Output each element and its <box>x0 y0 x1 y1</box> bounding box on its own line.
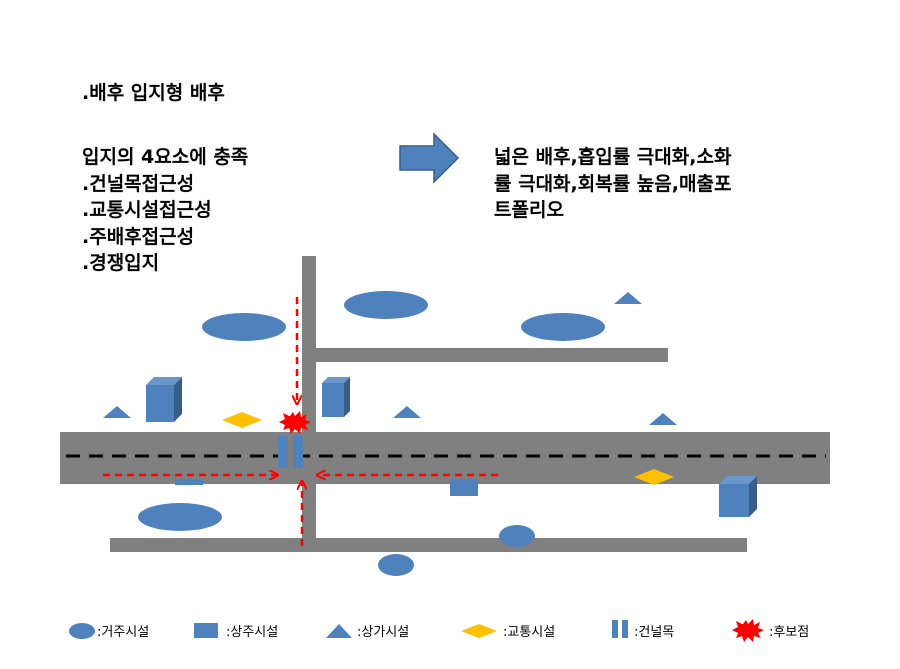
legend-label: :거주시설 <box>97 625 149 640</box>
result-arrow-icon <box>399 132 460 184</box>
mixed-use-cube-icon <box>322 377 350 417</box>
mixed-use-cube-icon <box>146 377 182 422</box>
shop-triangle-icon <box>649 413 677 425</box>
residential-ellipse-icon <box>521 313 605 341</box>
factor-item: .건널목접근성 <box>82 172 195 195</box>
legend-label: :후보점 <box>769 625 809 640</box>
result-line: 률 극대화,회복률 높음,매출포 <box>494 172 732 195</box>
candidate-star-icon <box>732 619 764 642</box>
result-line: 넓은 배후,흡입률 극대화,소화 <box>494 146 732 168</box>
crosswalk-bars-icon <box>278 436 288 468</box>
intro-line: 입지의 4요소에 충족 <box>82 146 249 168</box>
residential-ellipse-icon <box>69 623 95 639</box>
crosswalk-bars-icon <box>293 436 303 468</box>
residential-ellipse-icon <box>378 554 414 576</box>
vertical-road <box>302 256 316 546</box>
title-line: .배후 입지형 배후 <box>82 82 225 104</box>
result-text: 넓은 배후,흡입률 극대화,소화 률 극대화,회복률 높음,매출포 트폴리오 <box>494 144 731 224</box>
shop-triangle-icon <box>326 624 352 638</box>
shop-triangle-icon <box>614 292 642 304</box>
factor-item: .주배후접근성 <box>82 225 195 248</box>
residential-ellipse-icon <box>138 503 222 531</box>
legend-label: :교통시설 <box>503 625 555 640</box>
factor-item: .교통시설접근성 <box>82 199 212 222</box>
candidate-star-icon <box>279 411 311 434</box>
mixed-use-square-icon <box>194 623 218 638</box>
result-line: 트폴리오 <box>494 199 564 222</box>
legend: :거주시설 :상주시설 :상가시설 :교통시설 :건널목 :후보점 <box>69 619 809 642</box>
legend-label: :상가시설 <box>357 625 409 640</box>
factor-list: 입지의 4요소에 충족 .건널목접근성 .교통시설접근성 .주배후접근성 .경쟁… <box>82 144 248 277</box>
crosswalk-bars-icon <box>612 620 618 638</box>
factor-item: .경쟁입지 <box>82 252 160 275</box>
legend-label: :건널목 <box>634 625 674 640</box>
crosswalk-bars-icon <box>622 620 628 638</box>
residential-ellipse-icon <box>202 313 286 341</box>
transit-diamond-icon <box>461 624 497 638</box>
mixed-use-cube-icon <box>719 476 757 517</box>
residential-ellipse-icon <box>344 291 428 319</box>
mixed-use-square-icon <box>175 479 203 485</box>
transit-diamond-icon <box>222 412 262 428</box>
transit-diamond-icon <box>634 469 674 485</box>
legend-label: :상주시설 <box>226 625 278 640</box>
residential-ellipse-icon <box>499 525 535 547</box>
lower-side-road <box>110 538 747 552</box>
shop-triangle-icon <box>393 406 421 418</box>
shop-triangle-icon <box>103 406 131 418</box>
mixed-use-square-icon <box>450 479 478 496</box>
upper-side-road <box>316 348 668 362</box>
